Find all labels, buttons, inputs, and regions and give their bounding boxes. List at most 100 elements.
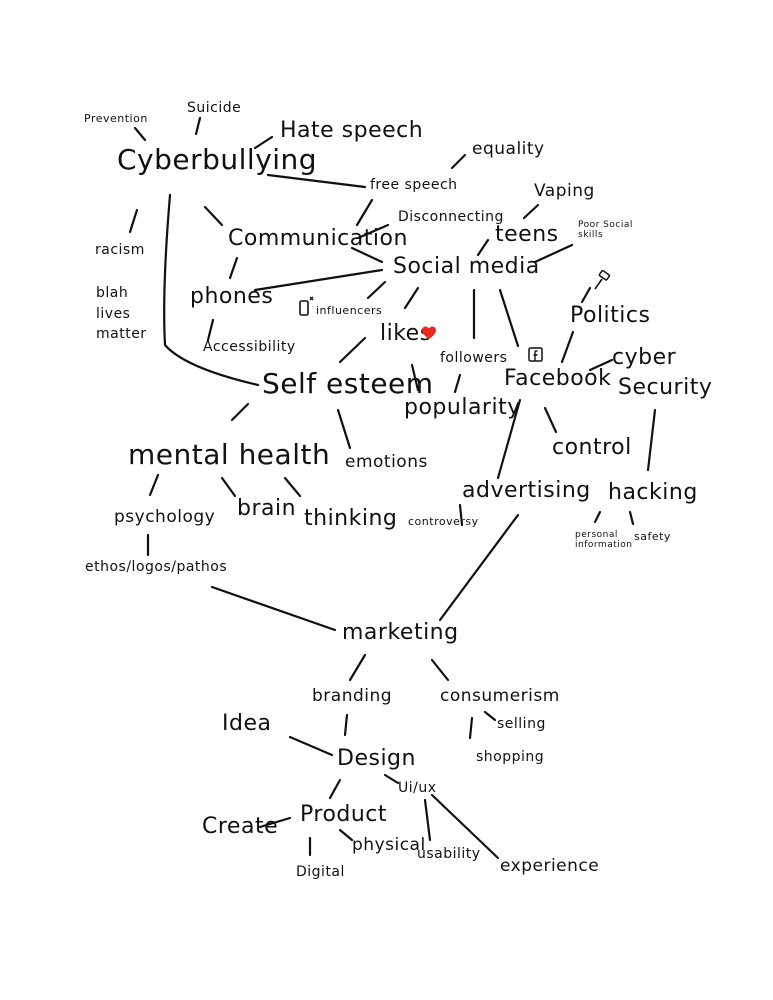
link-likes-popularity	[410, 363, 420, 392]
node-security: Security	[618, 375, 713, 400]
node-design: Design	[337, 746, 416, 771]
node-suicide: Suicide	[187, 100, 242, 116]
node-poor-social-skills: Poor Social skills	[578, 220, 633, 241]
node-product: Product	[300, 802, 388, 827]
link-product-physical	[338, 828, 354, 842]
link-design-uiux	[383, 773, 400, 785]
node-ui-ux: Ui/ux	[398, 780, 437, 796]
link-facebook-control	[543, 406, 558, 434]
node-cyberbullying: Cyberbullying	[117, 143, 318, 176]
node-physical: physical	[352, 835, 426, 855]
link-idea-design	[288, 735, 334, 757]
link-advertising-marketing	[438, 513, 520, 622]
node-mental-health: mental health	[128, 438, 331, 471]
node-branding: branding	[312, 686, 393, 706]
node-influencers: influencers	[316, 304, 383, 317]
node-matter: matter	[96, 326, 147, 342]
node-digital: Digital	[296, 864, 345, 880]
link-cyberbullying-communication	[203, 205, 224, 227]
node-brain: brain	[237, 496, 297, 521]
node-ethos-logos-pathos: ethos/logos/pathos	[85, 559, 228, 575]
node-lives: lives	[96, 306, 131, 322]
phone-sparkle-icon	[299, 296, 314, 316]
node-disconnecting: Disconnecting	[398, 209, 504, 225]
link-likes-selfesteem	[338, 336, 367, 364]
link-phones-socialmedia	[253, 268, 384, 292]
link-socialmedia-influencers	[366, 280, 387, 300]
link-phones-accessibility	[206, 318, 215, 342]
facebook-icon	[528, 347, 543, 362]
link-socialmedia-facebook	[498, 288, 520, 348]
link-communication-socialmedia	[350, 246, 384, 264]
node-communication: Communication	[228, 226, 408, 251]
node-personal-information: personal information	[575, 530, 633, 551]
link-marketing-branding	[348, 653, 367, 682]
link-product-create	[258, 816, 292, 829]
node-followers: followers	[440, 350, 508, 366]
node-free-speech: free speech	[370, 177, 458, 193]
link-followers-popularity	[453, 373, 462, 394]
node-popularity: popularity	[404, 395, 521, 420]
node-phones: phones	[190, 284, 274, 309]
node-selling: selling	[497, 716, 546, 732]
node-create: Create	[202, 814, 279, 839]
link-facebook-cyber	[588, 358, 614, 372]
node-control: control	[552, 435, 632, 460]
node-idea: Idea	[222, 711, 272, 736]
link-advertising-controversy	[458, 503, 464, 527]
node-consumerism: consumerism	[440, 686, 560, 706]
node-hate-speech: Hate speech	[280, 118, 424, 143]
link-mentalhealth-brain	[220, 476, 237, 498]
node-social-media: Social media	[393, 254, 540, 279]
link-facebook-advertising	[496, 398, 522, 480]
node-usability: usability	[417, 846, 481, 862]
link-freespeech-equality	[450, 153, 467, 170]
link-hacking-personalinfo	[593, 510, 602, 524]
node-facebook: Facebook	[504, 366, 612, 391]
link-selfesteem-mentalhealth	[230, 402, 250, 422]
gavel-icon	[594, 270, 611, 290]
node-likes: likes	[380, 321, 432, 346]
node-shopping: shopping	[476, 749, 545, 765]
link-cyberbullying-racism	[128, 208, 139, 234]
node-politics: Politics	[570, 303, 651, 328]
link-cyberbullying-freespeech	[266, 173, 367, 189]
node-psychology: psychology	[114, 507, 216, 527]
node-prevention: Prevention	[84, 112, 148, 125]
link-consumerism-selling	[483, 710, 497, 722]
link-design-product	[328, 778, 342, 800]
link-suicide-cyberbullying	[194, 116, 202, 136]
node-blah: blah	[96, 285, 129, 301]
link-uiux-experience	[430, 793, 500, 860]
link-cyberbullying-selfesteem	[163, 193, 260, 387]
link-freespeech-communication	[355, 198, 374, 227]
node-cyber: cyber	[612, 345, 677, 370]
node-equality: equality	[472, 139, 545, 159]
link-selfesteem-emotions	[336, 408, 352, 450]
node-vaping: Vaping	[534, 181, 595, 201]
link-mentalhealth-thinking	[283, 476, 302, 498]
link-marketing-consumerism	[430, 658, 450, 682]
link-socialmedia-likes	[403, 286, 420, 310]
link-politics-gavel	[580, 286, 592, 304]
node-safety: safety	[634, 530, 671, 543]
heart-icon	[422, 326, 436, 339]
node-advertising: advertising	[462, 478, 591, 503]
node-thinking: thinking	[304, 506, 398, 531]
node-marketing: marketing	[342, 620, 459, 645]
node-self-esteem: Self esteem	[262, 367, 434, 400]
link-mentalhealth-psychology	[148, 473, 160, 497]
node-racism: racism	[95, 242, 145, 258]
node-controversy: controversy	[408, 515, 479, 528]
link-uiux-usability	[423, 798, 432, 842]
link-communication-phones	[228, 256, 239, 280]
link-prevention-cyberbullying	[133, 126, 147, 142]
link-socialmedia-poorsocialskills	[533, 243, 574, 264]
link-hatespeech-cyberbullying	[253, 135, 274, 150]
node-teens: teens	[495, 222, 559, 247]
link-hacking-safety	[628, 510, 635, 526]
link-communication-disconnecting	[356, 223, 390, 240]
link-teens-vaping	[522, 203, 540, 220]
link-politics-facebook	[560, 330, 575, 364]
